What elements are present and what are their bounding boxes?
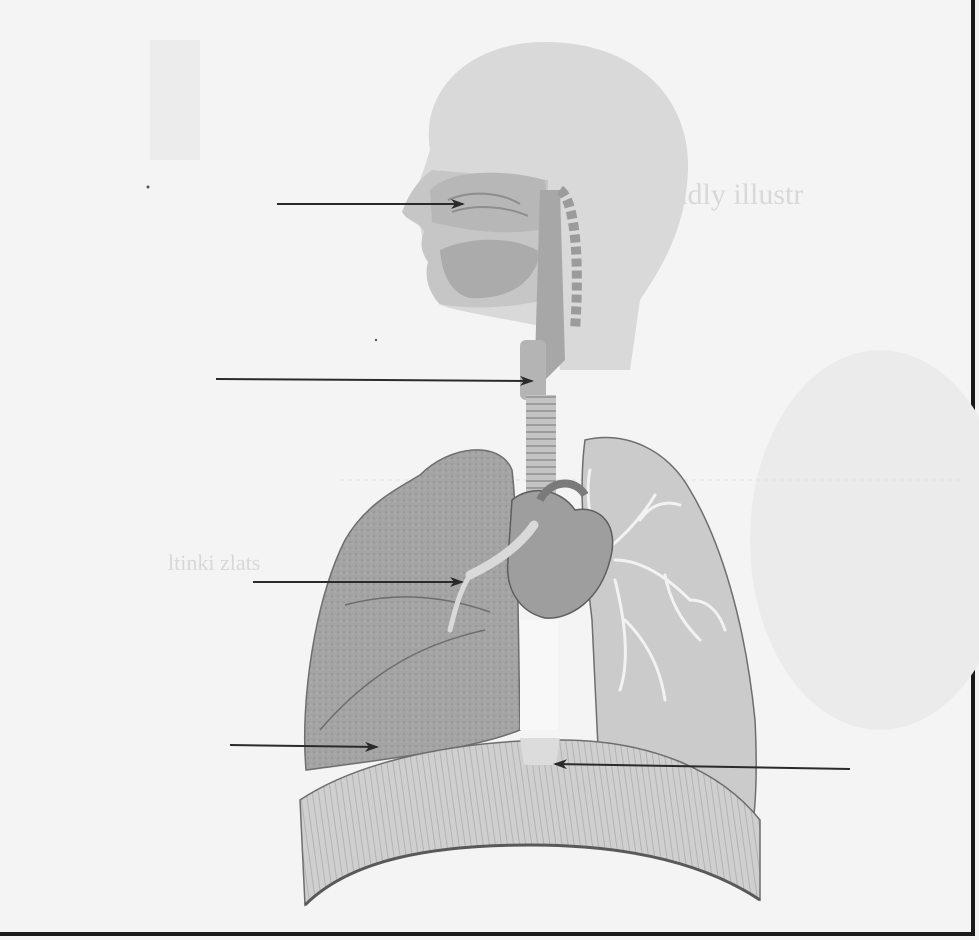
pointer-arrow-larynx: [216, 379, 532, 381]
central-tendon: [520, 738, 560, 765]
scan-speck: [375, 339, 377, 341]
scan-speck: [147, 186, 150, 189]
larynx: [520, 340, 546, 400]
background-shape: [150, 40, 200, 160]
mediastinum-gap: [520, 620, 558, 730]
head: [402, 42, 688, 380]
nasal-cavity: [430, 173, 550, 233]
right-lung: [305, 450, 520, 770]
background-shape: [750, 350, 979, 730]
